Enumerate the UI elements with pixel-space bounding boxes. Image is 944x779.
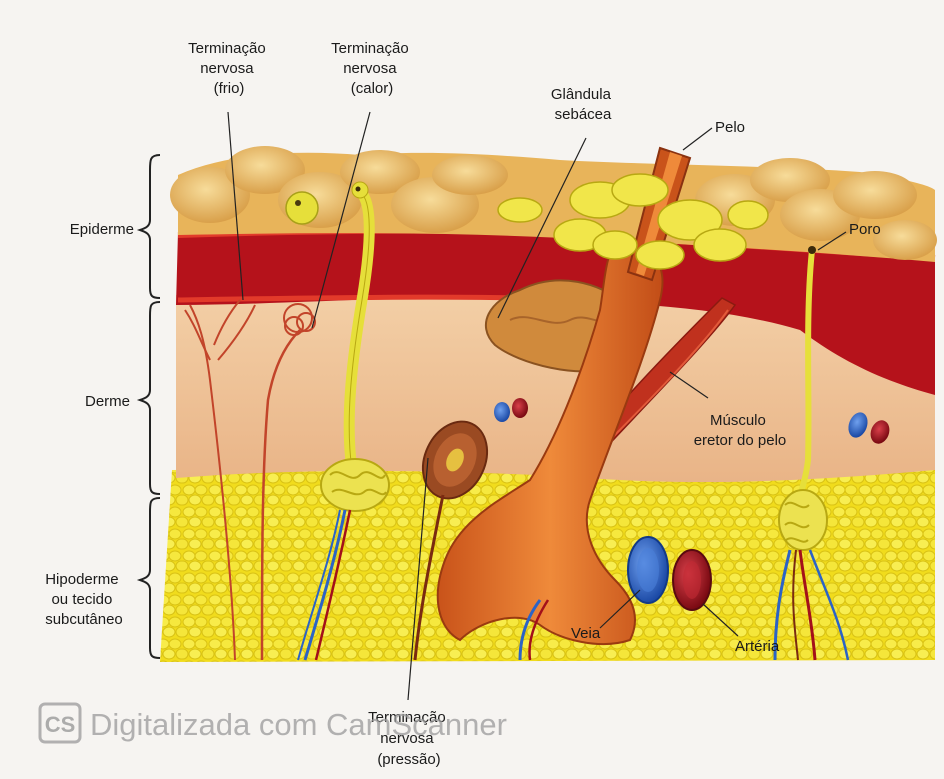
cs-badge-text: CS [45, 712, 76, 737]
label-term-frio-l1: Terminação [188, 40, 266, 57]
label-derme: Derme [85, 393, 130, 410]
label-hipoderme-l1: Hipoderme [45, 571, 118, 588]
label-term-frio-l2: nervosa [200, 60, 254, 77]
layer-braces [140, 155, 160, 658]
label-epiderme: Epiderme [70, 221, 134, 238]
label-veia: Veia [571, 625, 601, 642]
label-term-calor-l3: (calor) [351, 80, 394, 97]
small-vein [494, 402, 510, 422]
derme-brace [140, 302, 160, 494]
label-term-calor: Terminação nervosa (calor) [331, 40, 413, 97]
camscanner-watermark: CS Digitalizada com CamScanner [40, 704, 507, 742]
label-hipoderme-l2: ou tecido [51, 591, 112, 608]
label-glandula: Glândula sebácea [551, 86, 615, 123]
label-term-pressao-l3: (pressão) [377, 751, 440, 768]
epiderme-brace [140, 155, 160, 298]
label-glandula-l1: Glândula [551, 86, 612, 103]
small-artery [512, 398, 528, 418]
label-hipoderme: Hipoderme ou tecido subcutâneo [45, 571, 123, 628]
label-musculo-l2: eretor do pelo [694, 432, 787, 449]
hipoderme-brace [140, 498, 160, 658]
label-term-calor-l1: Terminação [331, 40, 409, 57]
watermark-text: Digitalizada com CamScanner [90, 707, 507, 742]
label-musculo-l1: Músculo [710, 412, 766, 429]
label-pelo: Pelo [715, 119, 745, 136]
label-poro: Poro [849, 221, 881, 238]
label-hipoderme-l3: subcutâneo [45, 611, 123, 628]
label-glandula-l2: sebácea [555, 106, 612, 123]
label-term-frio: Terminação nervosa (frio) [188, 40, 270, 97]
skin-block [160, 146, 937, 662]
label-term-frio-l3: (frio) [214, 80, 245, 97]
label-term-calor-l2: nervosa [343, 60, 397, 77]
label-arteria: Artéria [735, 638, 780, 655]
epidermal-cell [286, 192, 318, 224]
